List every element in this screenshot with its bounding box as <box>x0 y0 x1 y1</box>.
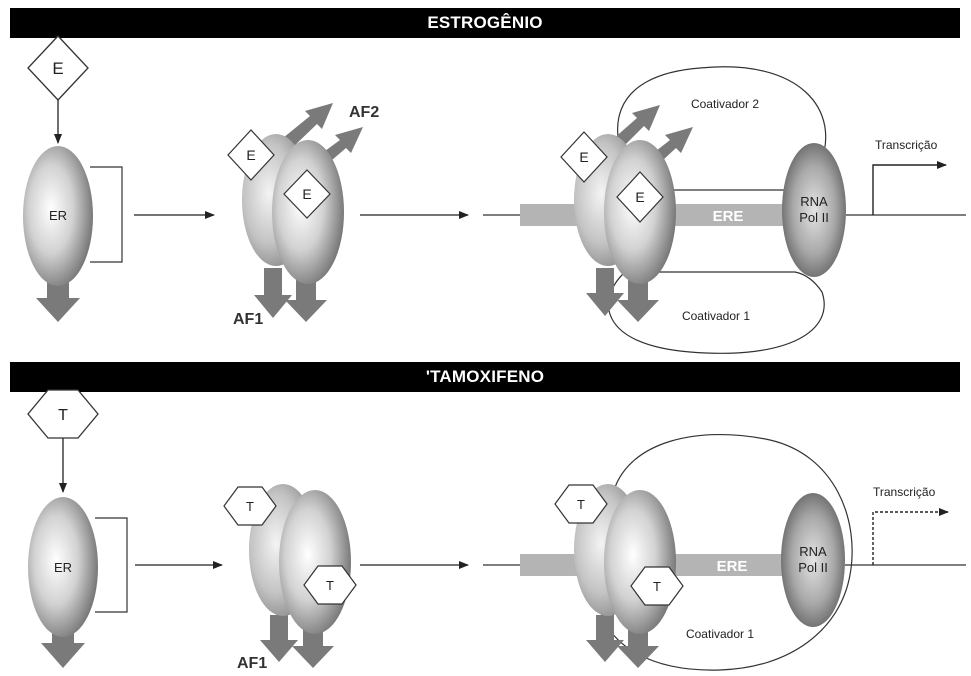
af1-down-arrow <box>285 275 327 322</box>
ligand-label: T <box>246 499 254 514</box>
ligand-e-diamond: E <box>27 35 89 101</box>
rna-pol-label-1: RNA <box>799 544 827 559</box>
af1-down-arrow <box>617 275 659 322</box>
af1-down-arrow <box>41 625 85 668</box>
rna-pol-label-2: Pol II <box>799 210 829 225</box>
receptor-body <box>28 497 98 637</box>
af2-label: AF2 <box>349 104 379 121</box>
coactivator-1-label: Coativador 1 <box>682 309 750 323</box>
inhibitory-bracket <box>90 166 123 263</box>
receptor-body-front <box>279 490 351 634</box>
af1-down-arrow <box>586 615 624 662</box>
ligand-e-diamond <box>227 129 275 181</box>
ere-label: ERE <box>713 208 744 225</box>
af1-down-arrow <box>617 622 659 668</box>
af1-down-arrow <box>260 615 298 662</box>
inhibitory-bracket <box>95 517 128 613</box>
ligand-t-hexagon: T <box>27 389 99 439</box>
af1-label: AF1 <box>237 655 267 672</box>
ligand-label: E <box>302 186 311 202</box>
er-dimer-activated: E E AF2 AF1 <box>227 103 379 328</box>
coactivator-1 <box>599 434 853 671</box>
ligand-t-hexagon <box>223 486 277 526</box>
ligand-e-diamond <box>283 169 331 219</box>
af1-down-arrow <box>254 268 292 318</box>
er-receptor: ER <box>28 497 128 668</box>
tamoxifen-banner: 'TAMOXIFENO <box>10 362 960 392</box>
tamoxifen-panel: T ER T T AF1 ERE Coativador 1 <box>27 389 966 672</box>
rna-pol-label-1: RNA <box>800 194 828 209</box>
coactivator-1-label: Coativador 1 <box>686 627 754 641</box>
receptor-body-front <box>604 490 676 634</box>
transcription-arrow-blocked <box>872 508 949 565</box>
ligand-t-hexagon <box>554 484 608 524</box>
ligand-label: E <box>52 59 63 78</box>
ligand-label: T <box>577 497 585 512</box>
rna-pol-ii <box>781 493 845 627</box>
transcription-arrow-active <box>872 161 947 215</box>
ere-label: ERE <box>717 558 748 575</box>
ligand-e-diamond <box>560 131 608 183</box>
ligand-label: E <box>635 189 644 205</box>
ligand-e-diamond <box>616 171 664 223</box>
transcription-label: Transcrição <box>873 485 936 499</box>
ligand-t-hexagon <box>303 565 357 605</box>
ligand-label: T <box>326 578 334 593</box>
af1-down-arrow <box>292 622 334 668</box>
af2-up-arrow <box>612 105 660 150</box>
receptor-label: ER <box>49 208 67 223</box>
transcription-complex: ERE Coativador 1 T T RNA Pol II Transcri… <box>483 434 966 671</box>
ligand-label: T <box>58 407 68 424</box>
af1-down-arrow <box>586 268 624 316</box>
rna-pol-ii <box>782 143 846 277</box>
ligand-label: T <box>653 579 661 594</box>
af1-down-arrow <box>36 280 80 322</box>
transcription-complex: ERE Coativador 2 Coativador 1 E E RNA Po… <box>483 66 966 354</box>
estrogen-banner: ESTROGÊNIO <box>10 8 960 38</box>
receptor-body <box>23 146 93 286</box>
ligand-label: E <box>246 147 255 163</box>
coactivator-1 <box>607 271 825 354</box>
coactivator-2-label: Coativador 2 <box>691 97 759 111</box>
af2-up-arrow <box>283 103 333 148</box>
af1-label: AF1 <box>233 311 263 328</box>
estrogen-panel: E ER E E AF2 AF1 <box>23 35 966 354</box>
ligand-label: E <box>579 149 588 165</box>
er-dimer-tamoxifen: T T AF1 <box>223 484 357 672</box>
ligand-t-hexagon <box>630 566 684 606</box>
receptor-label: ER <box>54 560 72 575</box>
er-receptor: ER <box>23 146 123 322</box>
transcription-label: Transcrição <box>875 138 938 152</box>
rna-pol-label-2: Pol II <box>798 560 828 575</box>
